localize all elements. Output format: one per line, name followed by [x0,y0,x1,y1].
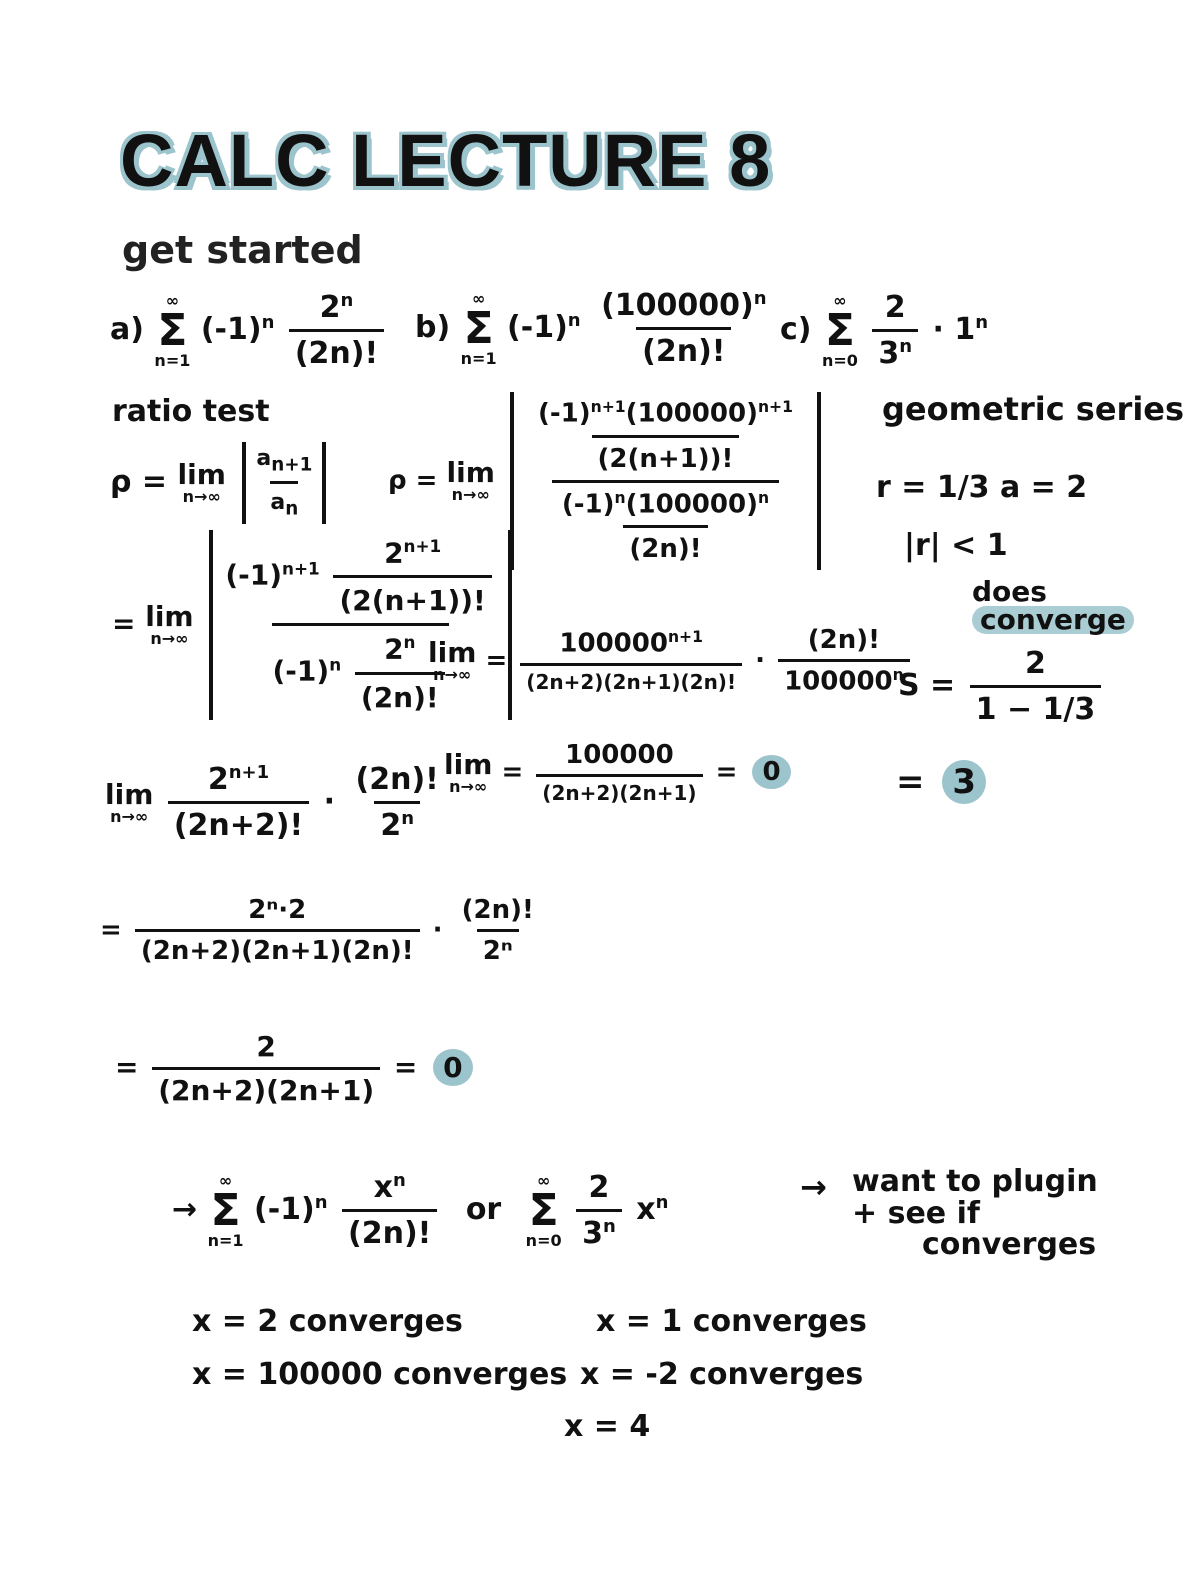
power-series-expression: → ∞ Σ n=1 (-1)n xn (2n)! or ∞ Σ n=0 2 3n… [172,1170,669,1251]
page-title: CALC LECTURE 8 [120,119,772,202]
list-item: x = 1 converges [596,1304,867,1339]
problem-b-label: b) [415,310,451,345]
list-item: x = 4 [564,1409,651,1444]
work-a-result-highlight: 0 [433,1048,473,1086]
problem-a-label: a) [110,312,144,347]
right-test-list: x = 1 converges x = -2 converges x = 4 [564,1296,867,1454]
problem-a-fraction: 2n (2n)! [288,290,385,371]
sum-symbol: ∞ Σ n=1 [154,290,191,370]
list-item: x = 100000 converges [192,1356,568,1392]
list-item: x = 2 converges [192,1304,463,1339]
ratio-abs: an+1 an [242,442,327,524]
work-a-simplified: = 2ⁿ·2 (2n+2)(2n+1)(2n)! · (2n)! 2ⁿ [100,895,534,966]
ratio-and-first-term: r = 1/3 a = 2 [876,470,1088,505]
ratio-test-label: ratio test [112,394,270,429]
arrow-right-icon: → [800,1168,827,1206]
work-a-final: = 2 (2n+2)(2n+1) = 0 [115,1030,473,1107]
abs-r-condition: |r| < 1 [904,528,1008,563]
left-test-list: x = 2 converges x = 100000 converges [192,1296,567,1401]
work-c-result-highlight: 3 [942,760,987,804]
list-item: x = -2 converges [580,1356,864,1392]
arrow-right-icon: → [172,1192,198,1227]
section-subtitle: get started [122,228,363,272]
plugin-note: want to plugin + see if converges [852,1164,1098,1262]
does-converge-note: does converge [972,578,1134,634]
sum-symbol: ∞ Σ n=0 [821,290,858,370]
geometric-series-label: geometric series [882,390,1185,428]
problem-b: b) ∞ Σ n=1 (-1)n (100000)n (2n)! [415,288,777,369]
sum-symbol: ∞ Σ n=1 [460,288,497,368]
problem-b-fraction: (100000)n (2n)! [601,288,767,369]
problem-c-label: c) [780,312,812,347]
problem-a: a) ∞ Σ n=1 (-1)n 2n (2n)! [110,290,388,371]
sum-result: = 3 [896,760,987,804]
problem-c-fraction: 2 3n [872,290,919,371]
problem-c: c) ∞ Σ n=0 2 3n · 1n [780,290,989,371]
work-b-result-highlight: 0 [752,755,791,789]
sum-formula: S = 2 1 − 1/3 [898,646,1105,727]
